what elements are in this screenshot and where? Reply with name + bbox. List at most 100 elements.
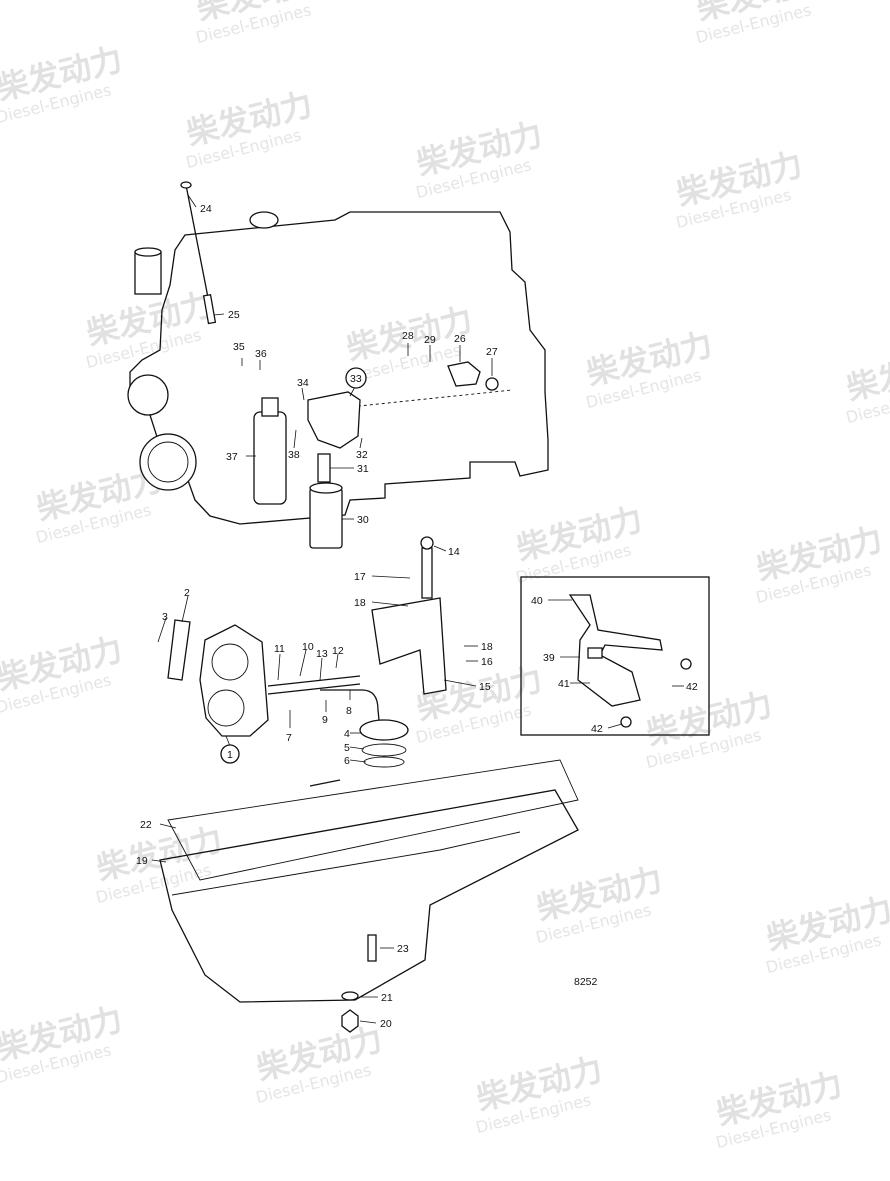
part-label-7: 7: [286, 732, 292, 744]
leader-6: [349, 759, 367, 763]
leader-19: [151, 859, 167, 863]
front-cover-boss: [127, 374, 169, 416]
part-label-42b: 42: [591, 723, 603, 735]
part-label-3: 3: [162, 611, 168, 623]
washer-27: [485, 377, 499, 391]
leader-2: [181, 595, 189, 623]
part-label-22: 22: [140, 819, 152, 831]
part-label-14: 14: [448, 546, 460, 558]
oil-line-dashed: [339, 389, 513, 409]
watermark-tile: 柴发动力 Diesel-Engines: [583, 325, 716, 412]
leader-lines: [151, 194, 684, 1024]
part-label-41: 41: [558, 678, 570, 690]
part-label-34: 34: [297, 377, 309, 389]
leader-24: [187, 194, 197, 208]
part-label-27: 27: [486, 346, 498, 358]
part-label-26: 26: [454, 333, 466, 345]
suction-pipe-8: [320, 689, 381, 731]
bypass-filter-top: [261, 397, 279, 417]
screw-42-bottom: [620, 716, 632, 728]
sender-26: [447, 361, 481, 387]
filter-bracket-33: [307, 391, 361, 449]
crank-pulley-inner: [147, 441, 189, 483]
leader-15: [443, 679, 477, 687]
dipstick: [180, 181, 217, 325]
part-label-36: 36: [255, 348, 267, 360]
part-label-15: 15: [479, 681, 491, 693]
watermark-tile: 柴发动力 Diesel-Engines: [413, 115, 546, 202]
strainer-4: [359, 719, 409, 741]
sump-inner-edge: [171, 831, 521, 896]
watermark-tile: 柴发动力 Diesel-Engines: [763, 890, 890, 977]
part-label-4: 4: [344, 728, 350, 740]
watermark-tile: 柴发动力 Diesel-Engines: [193, 0, 326, 47]
leader-32: [359, 437, 363, 449]
watermark-tile: 柴发动力 Diesel-Engines: [673, 145, 806, 232]
screw-42-right: [680, 658, 692, 670]
clip-41: [587, 647, 603, 659]
watermark-tile: 柴发动力 Diesel-Engines: [253, 1020, 386, 1107]
callout-circle-1: [220, 744, 240, 764]
dipstick-handle: [180, 181, 192, 189]
bracket-40: [568, 594, 663, 707]
part-label-25: 25: [228, 309, 240, 321]
part-label-18a: 18: [354, 597, 366, 609]
pump-gear-upper: [211, 643, 249, 681]
nipple-31: [317, 453, 331, 483]
part-label-28: 28: [402, 330, 414, 342]
watermark-tile: 柴发动力 Diesel-Engines: [0, 630, 126, 717]
bolt-23: [367, 934, 377, 962]
part-label-24: 24: [200, 203, 212, 215]
watermark-tile: 柴发动力 Diesel-Engines: [843, 340, 890, 427]
leader-18a: [371, 601, 409, 607]
leader-22: [159, 823, 177, 829]
diagram-reference-number: 8252: [574, 976, 598, 988]
part-label-29: 29: [424, 334, 436, 346]
leader-13: [319, 657, 323, 681]
watermark-tile: 柴发动力 Diesel-Engines: [93, 820, 226, 907]
leader-25: [213, 313, 225, 316]
part-label-30: 30: [357, 514, 369, 526]
part-label-32: 32: [356, 449, 368, 461]
bracket-15: [371, 597, 447, 695]
oil-filter-30-top: [309, 482, 343, 494]
ring-6: [363, 756, 405, 768]
part-label-35: 35: [233, 341, 245, 353]
part-label-19: 19: [136, 855, 148, 867]
watermark-tile: 柴发动力 Diesel-Engines: [513, 500, 646, 587]
dipstick-tube: [202, 293, 217, 325]
leader-14: [433, 545, 447, 552]
oil-sump-assembly: [159, 759, 579, 1033]
leader-42b: [607, 723, 623, 729]
gasket-22: [167, 759, 579, 881]
leader-3: [157, 617, 167, 643]
watermark-tile: 柴发动力 Diesel-Engines: [533, 860, 666, 947]
leader-5: [349, 746, 365, 750]
part-label-13: 13: [316, 648, 328, 660]
leader-20: [359, 1020, 377, 1024]
part-label-37: 37: [226, 451, 238, 463]
part-label-10: 10: [302, 641, 314, 653]
detail-inset: [520, 576, 710, 736]
part-label-39: 39: [543, 652, 555, 664]
oil-filler-neck-top: [134, 247, 162, 257]
oil-sump-19: [159, 789, 579, 1003]
part-label-9: 9: [322, 714, 328, 726]
oil-filter-30: [309, 487, 343, 549]
watermark-tile: 柴发动力 Diesel-Engines: [713, 1065, 846, 1152]
drain-plug-20: [341, 1009, 359, 1033]
engine-block-outline: [129, 211, 549, 525]
oil-pump-assembly: [167, 536, 447, 768]
strainer-5: [361, 743, 407, 757]
watermark-tile: 柴发动力 Diesel-Engines: [753, 520, 886, 607]
gasket-strip: [309, 779, 341, 787]
part-label-38: 38: [288, 449, 300, 461]
part-label-20: 20: [380, 1018, 392, 1030]
part-label-33: 33: [350, 373, 362, 385]
detail-inset-frame: [520, 576, 710, 736]
oil-filter-assembly: [253, 361, 499, 549]
watermark-tile: 柴发动力 Diesel-Engines: [83, 285, 216, 372]
part-label-23: 23: [397, 943, 409, 955]
watermark-tile: 柴发动力 Diesel-Engines: [693, 0, 826, 47]
